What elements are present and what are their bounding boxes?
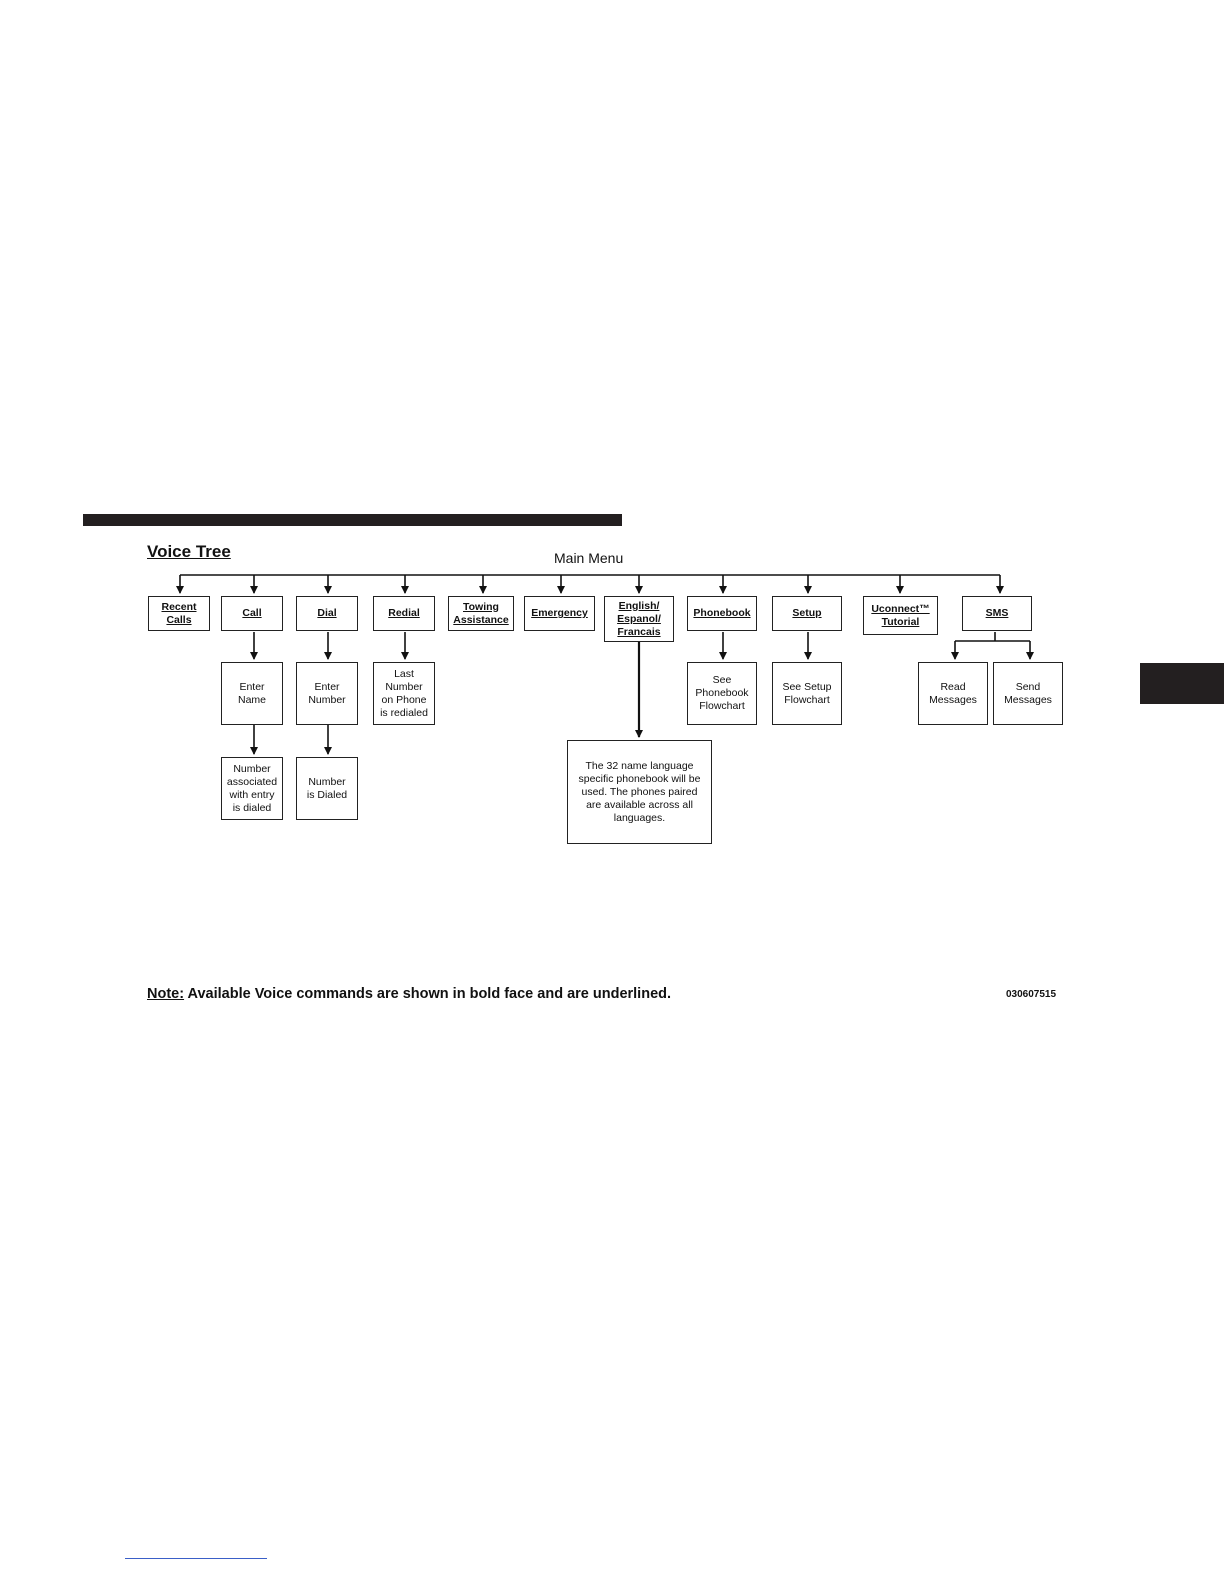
node-language: English/ Espanol/ Francais bbox=[604, 596, 674, 642]
node-dial: Dial bbox=[296, 596, 358, 631]
section-tab bbox=[1140, 663, 1224, 704]
node-phonebook: Phonebook bbox=[687, 596, 757, 631]
main-menu-label: Main Menu bbox=[554, 550, 624, 566]
figure-id: 030607515 bbox=[1006, 989, 1057, 1000]
node-see-setup: See Setup Flowchart bbox=[772, 662, 842, 725]
node-last-number: Last Number on Phone is redialed bbox=[373, 662, 435, 725]
node-call: Call bbox=[221, 596, 283, 631]
node-sms: SMS bbox=[962, 596, 1032, 631]
node-language-note: The 32 name language specific phonebook … bbox=[567, 740, 712, 844]
node-redial: Redial bbox=[373, 596, 435, 631]
footnote: Note: Available Voice commands are shown… bbox=[147, 986, 671, 1002]
diagram-title: Voice Tree bbox=[147, 542, 231, 561]
node-recent-calls: Recent Calls bbox=[148, 596, 210, 631]
node-number-dialed: Number is Dialed bbox=[296, 757, 358, 820]
node-number-associated: Number associated with entry is dialed bbox=[221, 757, 283, 820]
node-see-phonebook: See Phonebook Flowchart bbox=[687, 662, 757, 725]
node-towing-assistance: Towing Assistance bbox=[448, 596, 514, 631]
node-read-messages: Read Messages bbox=[918, 662, 988, 725]
node-uconnect-tutorial: Uconnect™ Tutorial bbox=[863, 596, 938, 635]
node-enter-number: Enter Number bbox=[296, 662, 358, 725]
footer-rule bbox=[125, 1558, 267, 1559]
node-setup: Setup bbox=[772, 596, 842, 631]
footnote-text: Available Voice commands are shown in bo… bbox=[184, 986, 672, 1002]
header-rule bbox=[83, 514, 622, 526]
footnote-label: Note: bbox=[147, 986, 185, 1002]
node-enter-name: Enter Name bbox=[221, 662, 283, 725]
node-send-messages: Send Messages bbox=[993, 662, 1063, 725]
node-emergency: Emergency bbox=[524, 596, 595, 631]
